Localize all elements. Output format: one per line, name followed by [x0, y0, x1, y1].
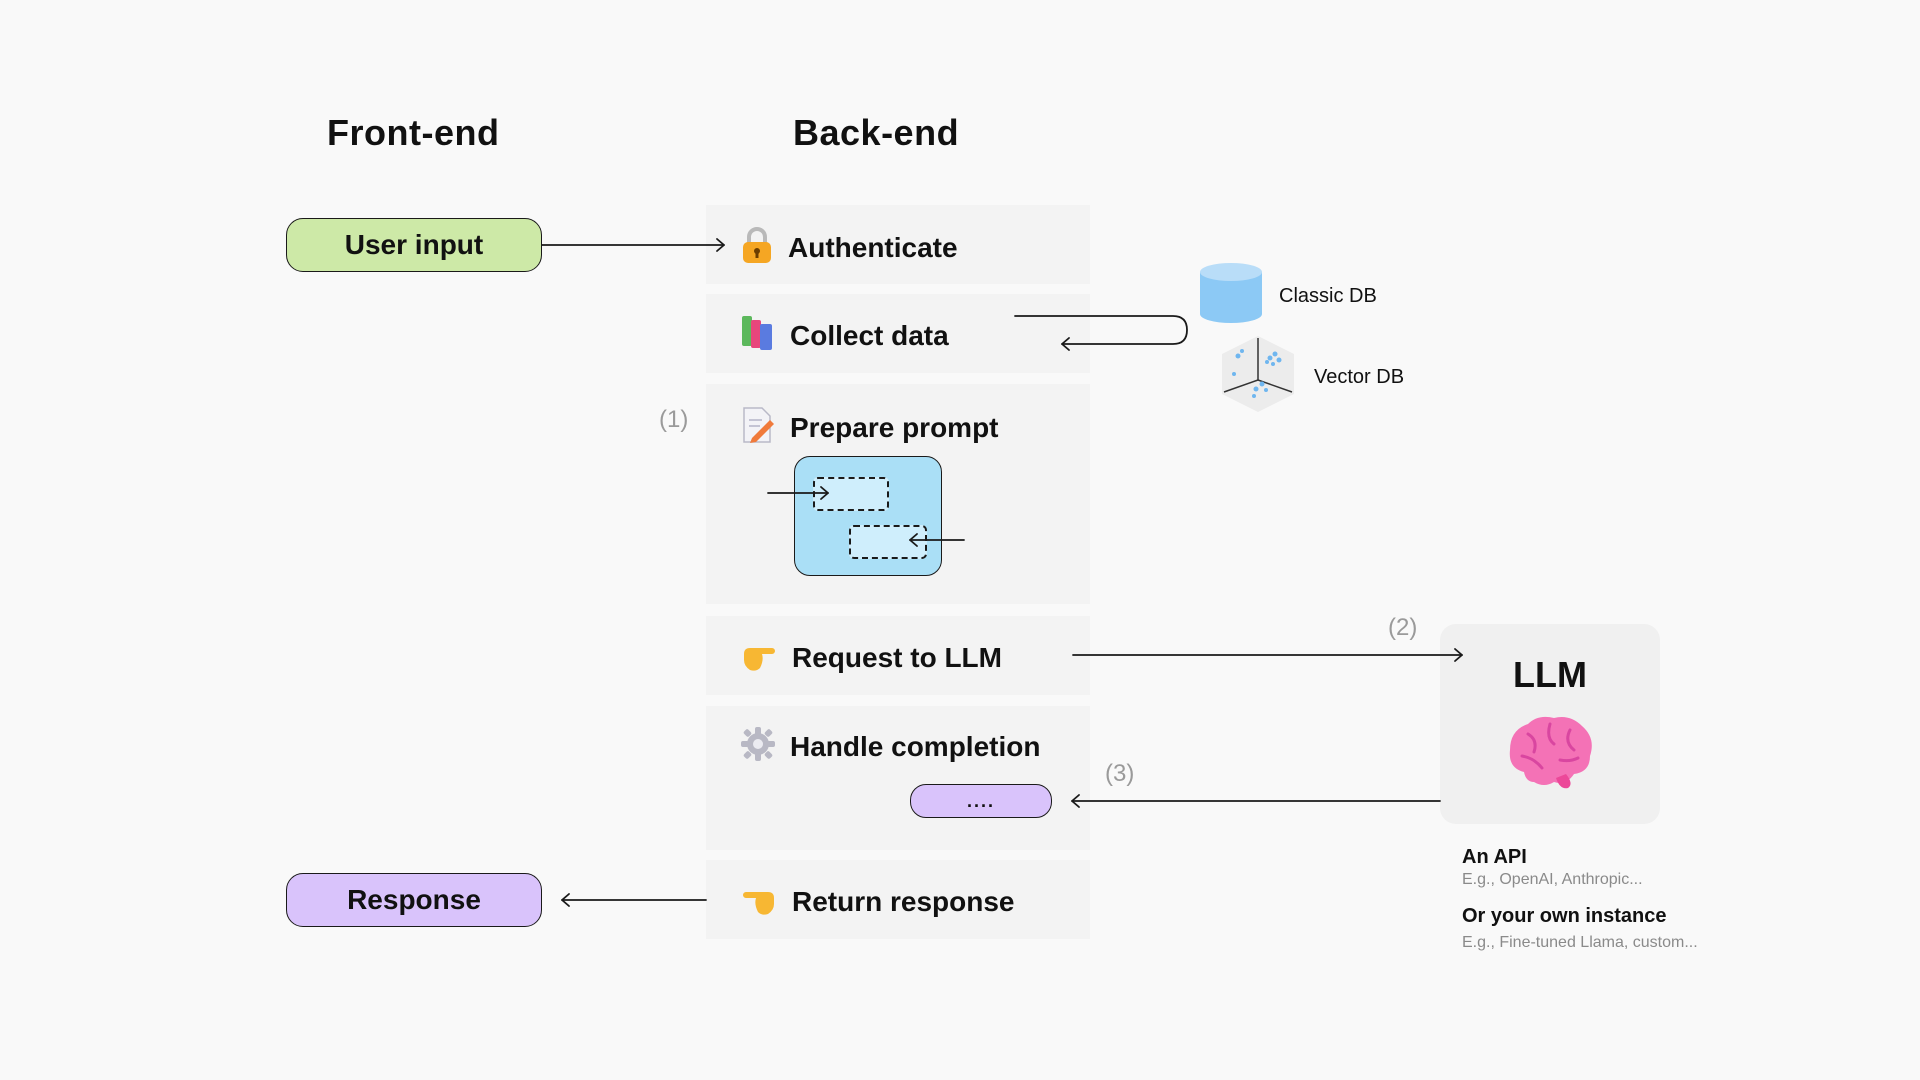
pointing-hand-icon	[740, 880, 778, 923]
lock-icon	[740, 225, 774, 270]
prompt-slot-2	[849, 525, 927, 559]
arrow-return-to-response	[561, 893, 707, 907]
step-handle-completion: Handle completion ....	[706, 706, 1090, 850]
llm-title: LLM	[1513, 654, 1587, 695]
arrow-llm-to-completion	[1071, 794, 1441, 808]
step-collect-data: Collect data	[706, 294, 1090, 373]
step-label-handle-completion: Handle completion	[790, 730, 1041, 762]
marker-1: (1)	[659, 406, 689, 433]
books-icon	[740, 314, 776, 357]
user-input-pill[interactable]: User input	[286, 218, 542, 272]
step-label-return-response: Return response	[792, 885, 1015, 917]
llm-own-sub: E.g., Fine-tuned Llama, custom...	[1462, 934, 1698, 951]
arrow-out-prompt-slot	[909, 533, 965, 547]
classic-db-label: Classic DB	[1279, 285, 1377, 307]
llm-own-note: Or your own instance E.g., Fine-tuned Ll…	[1462, 905, 1698, 952]
response-pill[interactable]: Response	[286, 873, 542, 927]
llm-own-title: Or your own instance	[1462, 905, 1667, 927]
backend-title: Back-end	[793, 112, 960, 153]
arrow-user-to-authenticate	[541, 238, 725, 252]
step-label-request-llm: Request to LLM	[792, 641, 1002, 673]
frontend-title: Front-end	[327, 112, 500, 153]
gear-icon	[740, 726, 776, 767]
step-label-authenticate: Authenticate	[788, 231, 958, 263]
pointing-hand-icon	[740, 636, 778, 679]
arrow-request-to-llm	[1072, 648, 1463, 662]
classic-db-icon	[1198, 262, 1264, 329]
step-return-response: Return response	[706, 860, 1090, 939]
vector-db-icon	[1218, 334, 1298, 419]
llm-api-sub: E.g., OpenAI, Anthropic...	[1462, 871, 1643, 888]
vector-db-label: Vector DB	[1314, 366, 1405, 388]
step-label-prepare-prompt: Prepare prompt	[790, 411, 999, 443]
step-prepare-prompt: Prepare prompt	[706, 384, 1090, 604]
arrow-into-prompt-slot	[767, 486, 829, 500]
prompt-template-block	[794, 456, 942, 576]
llm-api-note: An API E.g., OpenAI, Anthropic...	[1462, 846, 1643, 889]
step-authenticate: Authenticate	[706, 205, 1090, 284]
arrow-db-to-collect	[1014, 315, 1188, 351]
step-label-collect-data: Collect data	[790, 319, 949, 351]
memo-pencil-icon	[740, 406, 776, 449]
marker-3: (3)	[1105, 760, 1135, 787]
llm-box: LLM	[1440, 624, 1660, 824]
marker-2: (2)	[1388, 614, 1418, 641]
brain-icon	[1504, 712, 1596, 797]
completion-chip: ....	[910, 784, 1052, 818]
llm-api-title: An API	[1462, 846, 1527, 868]
step-request-llm: Request to LLM	[706, 616, 1090, 695]
